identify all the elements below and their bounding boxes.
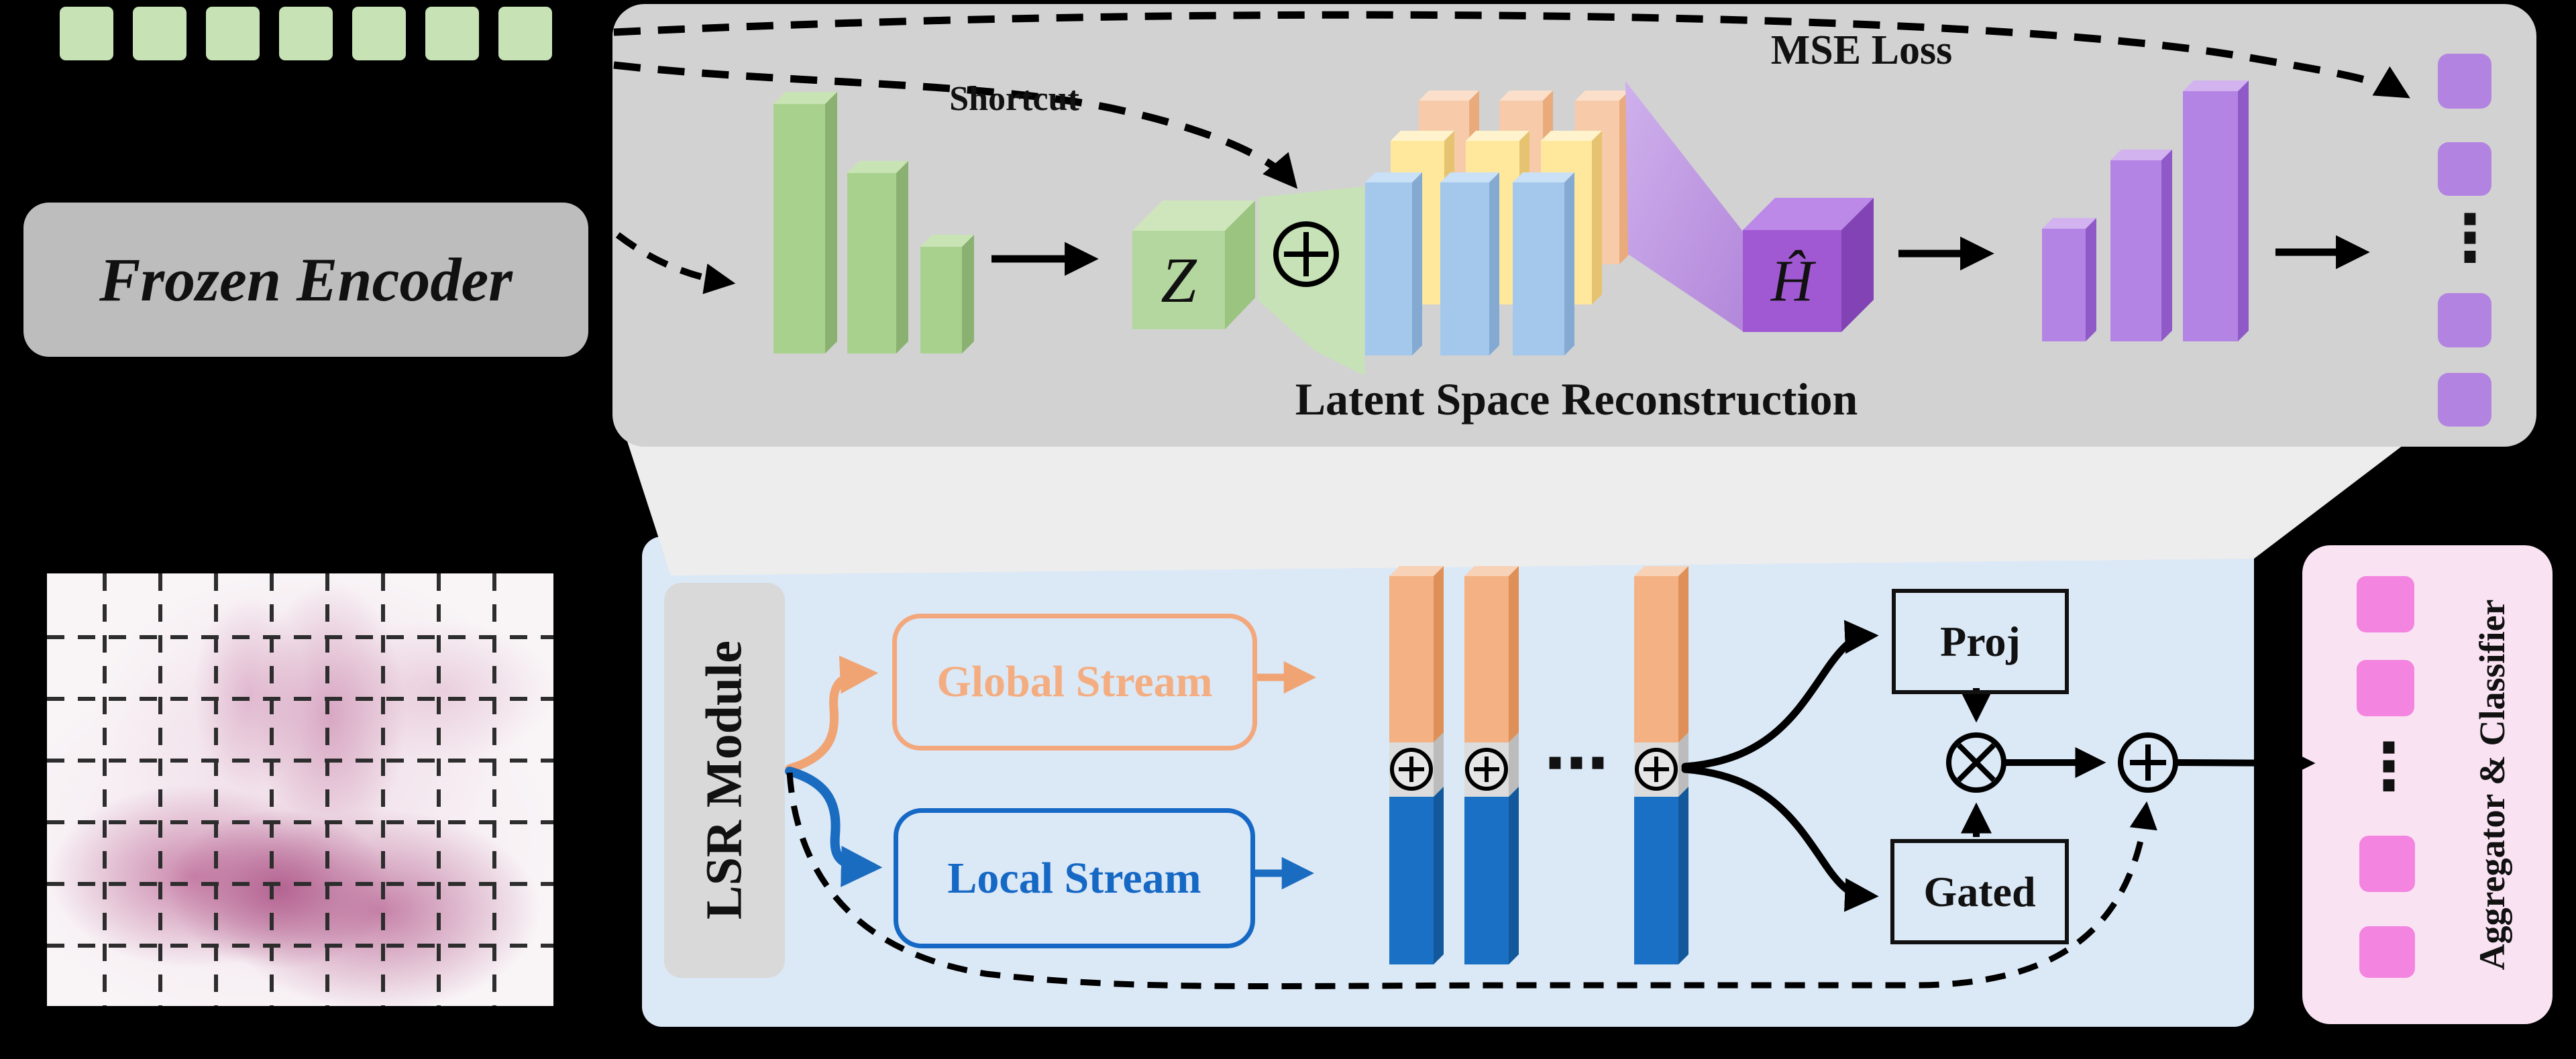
decoder-funnel [1625,81,1743,331]
otimes-icon [1957,743,1996,782]
proj-label: Proj [1940,617,2021,665]
grid-line-horizontal [47,759,553,763]
grid-line-vertical [492,573,496,1006]
lsr-module-label: LSR Module [696,640,753,919]
output-tokens-ellipsis: ⋮ [2438,201,2502,276]
grid-line-horizontal [47,820,553,824]
local-stream-label: Local Stream [947,853,1201,903]
decoder-stack-blue [1365,172,1574,355]
lsr-module-box [664,583,785,978]
grid-line-vertical [381,573,385,1006]
h-hat-cube [1743,198,1874,332]
shortcut-label: Shortcut [949,80,1079,118]
frozen-encoder-label: Frozen Encoder [99,245,513,314]
mse-loss-dashed-arrow [613,11,2410,99]
proj-box: Proj [1892,589,2069,694]
aggregator-token-column-pink [2357,576,2415,978]
gated-label: Gated [1923,867,2036,915]
encoder-to-features-dashed-arrow [588,209,736,294]
encoder-feature-bars-green [773,92,974,353]
fused-bars-ellipsis: ⋯ [1544,726,1609,801]
patch-token [133,7,186,60]
branch-to-local-curve [785,767,883,887]
grid-line-vertical [158,573,162,1006]
grid-line-vertical [325,573,329,1006]
split-to-gated-curve [1681,765,1879,912]
fused-bar-oplus-icons [1390,748,1678,791]
reconstructed-feature-bars-purple [2042,80,2249,341]
grid-line-horizontal [47,944,553,948]
patch-token [498,7,552,60]
aggregator-classifier-label: Aggregator & Classifier [2472,599,2512,970]
zoom-wedge [627,441,2408,575]
panel-title-latent-space-reconstruction: Latent Space Reconstruction [1295,374,1858,425]
branch-to-global-curve [785,655,879,773]
latent-z-cube [1132,201,1255,329]
patch-token [279,7,333,60]
patch-token [352,7,406,60]
oplus-icon [1273,221,1339,287]
grid-line-vertical [437,573,441,1006]
aggregator-panel [2302,545,2553,1024]
h-hat-label: Ĥ [1770,248,1814,314]
grid-line-vertical [103,573,107,1006]
frozen-encoder-box: Frozen Encoder [23,203,588,357]
grid-line-horizontal [47,697,553,701]
patch-token [60,7,113,60]
global-stream-label: Global Stream [936,657,1213,706]
wsi-histology-image [47,573,553,1006]
z-label: Z [1161,244,1197,316]
global-stream-box: Global Stream [892,614,1257,750]
patch-token [425,7,479,60]
grid-line-horizontal [47,635,553,639]
patch-token [206,7,260,60]
output-token-column-purple [2438,54,2491,427]
gated-box: Gated [1890,839,2069,944]
mse-loss-label: MSE Loss [1770,27,1953,73]
grid-line-horizontal [47,882,553,886]
grid-line-vertical [214,573,218,1006]
aggregator-tokens-ellipsis: ⋮ [2357,729,2421,804]
local-stream-box: Local Stream [894,808,1255,948]
split-to-proj-curve [1681,620,1879,771]
grid-line-vertical [270,573,274,1006]
shortcut-dashed-arrow [613,61,1298,189]
